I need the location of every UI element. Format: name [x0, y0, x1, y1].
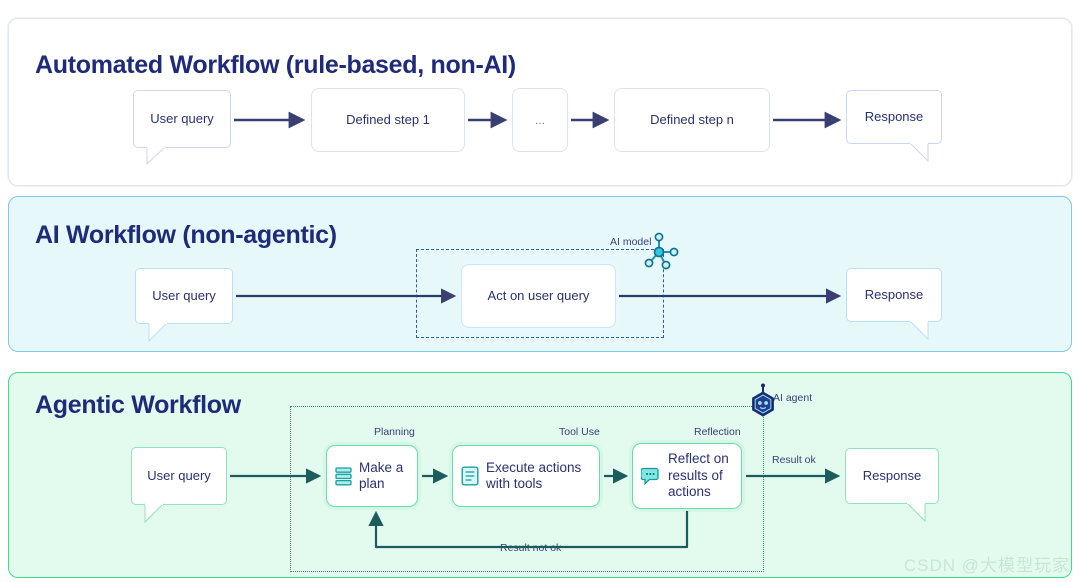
edge-label-result-ok: Result ok — [772, 454, 816, 466]
stacked-layers-icon — [335, 466, 352, 486]
agentic-user-query-bubble: User query — [131, 447, 227, 505]
automated-user-query-bubble: User query — [133, 90, 231, 148]
ai-act-on-user-query-box: Act on user query — [461, 264, 616, 328]
agentic-make-a-plan-box: Make a plan — [326, 445, 418, 507]
automated-ellipsis-label: ... — [534, 112, 545, 127]
panel-title-agentic: Agentic Workflow — [35, 391, 241, 419]
automated-defined-step-n: Defined step n — [614, 88, 770, 152]
ai-user-query-label: User query — [152, 287, 216, 303]
ai-model-boundary-box — [416, 249, 664, 338]
edge-label-result-not-ok: Result not ok — [496, 542, 566, 554]
agentic-make-a-plan-label: Make a plan — [359, 459, 404, 491]
automated-defined-step-n-label: Defined step n — [650, 111, 734, 127]
caption-planning: Planning — [374, 426, 415, 438]
ai-agent-boundary-box — [290, 406, 764, 572]
ai-response-label: Response — [864, 286, 924, 302]
agentic-reflect-label: Reflect on results of actions — [668, 451, 729, 500]
agentic-response-label: Response — [862, 467, 922, 483]
automated-user-query-label: User query — [150, 110, 214, 126]
automated-response-label: Response — [864, 108, 924, 124]
ai-user-query-bubble: User query — [135, 268, 233, 324]
automated-ellipsis-step: ... — [512, 88, 568, 152]
ai-response-bubble: Response — [846, 268, 942, 322]
agentic-reflect-box: Reflect on results of actions — [632, 443, 742, 509]
automated-defined-step-1-label: Defined step 1 — [346, 111, 430, 127]
automated-defined-step-1: Defined step 1 — [311, 88, 465, 152]
agentic-execute-actions-box: Execute actions with tools — [452, 445, 600, 507]
csdn-watermark: CSDN @大模型玩家 — [903, 556, 1070, 575]
agentic-response-bubble: Response — [845, 448, 939, 504]
document-list-icon — [461, 466, 479, 486]
panel-title-ai: AI Workflow (non-agentic) — [35, 221, 337, 249]
ai-act-on-user-query-label: Act on user query — [487, 287, 590, 303]
agentic-user-query-label: User query — [147, 467, 211, 483]
agentic-execute-actions-label: Execute actions with tools — [486, 459, 582, 491]
ai-model-caption: AI model — [610, 236, 652, 248]
speech-bubble-icon — [640, 466, 661, 486]
panel-title-automated: Automated Workflow (rule-based, non-AI) — [35, 51, 516, 79]
caption-tool-use: Tool Use — [559, 426, 600, 438]
automated-response-bubble: Response — [846, 90, 942, 144]
caption-reflection: Reflection — [694, 426, 741, 438]
ai-agent-caption: AI agent — [773, 392, 813, 404]
